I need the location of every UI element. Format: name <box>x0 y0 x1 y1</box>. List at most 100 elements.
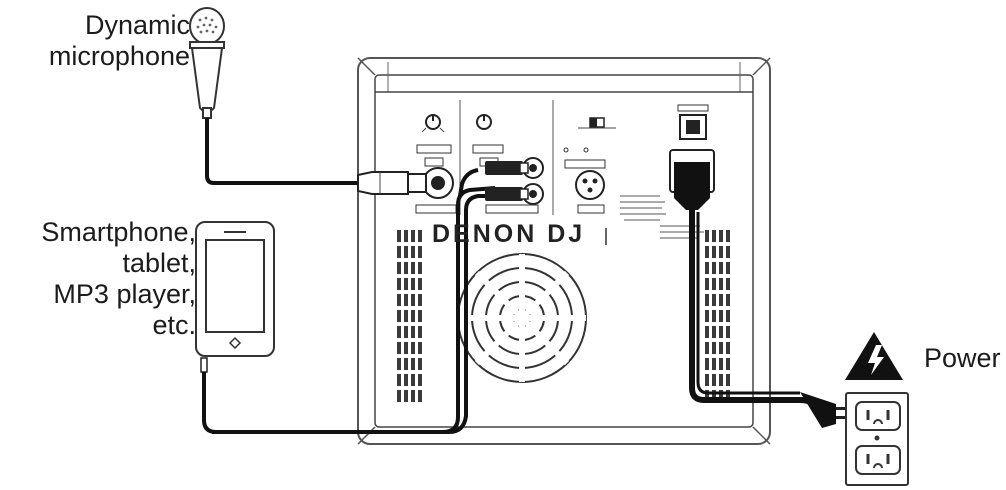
phone-home-button <box>228 336 242 350</box>
vent-slot <box>418 374 422 386</box>
vent-slot <box>726 278 730 290</box>
input-1-switch[interactable] <box>424 157 444 167</box>
input-1-gain-knob[interactable] <box>425 114 441 130</box>
vent-slot <box>397 390 401 402</box>
vent-slot <box>411 342 415 354</box>
vent-slot <box>712 262 716 274</box>
xlr-plug <box>357 171 427 195</box>
vent-slot <box>404 374 408 386</box>
label-phone-line-3: MP3 player, <box>53 279 196 309</box>
vent-slot <box>411 278 415 290</box>
vent-slot <box>719 310 723 322</box>
vent-slot <box>719 374 723 386</box>
output-section <box>563 117 616 245</box>
speaker-rear-panel <box>357 57 771 445</box>
vent-slot <box>418 278 422 290</box>
vent-slot <box>726 310 730 322</box>
vent-slot <box>726 294 730 306</box>
vent-slot <box>712 310 716 322</box>
vent-slot <box>726 342 730 354</box>
vent-slot <box>397 358 401 370</box>
vent-slot <box>397 246 401 258</box>
vent-slot <box>719 294 723 306</box>
vent-slot <box>712 246 716 258</box>
vent-slot <box>719 278 723 290</box>
vent-slot <box>404 294 408 306</box>
right-vent-grille <box>705 230 730 402</box>
vent-slot <box>726 246 730 258</box>
vent-slot <box>411 374 415 386</box>
vent-slot <box>397 262 401 274</box>
vent-slot <box>726 326 730 338</box>
vent-slot <box>397 310 401 322</box>
vent-slot <box>404 278 408 290</box>
vent-slot <box>411 358 415 370</box>
vent-slot <box>705 374 709 386</box>
phone-screen <box>205 239 265 333</box>
vent-slot <box>404 246 408 258</box>
device-brand-logo: DENON DJ <box>432 220 586 248</box>
vent-slot <box>719 246 723 258</box>
vent-slot <box>418 230 422 242</box>
power-outlet <box>845 392 909 486</box>
rca-plugs <box>458 161 529 201</box>
vent-slot <box>705 358 709 370</box>
label-phone-line-1: Smartphone, <box>41 217 196 247</box>
vent-slot <box>712 342 716 354</box>
label-dynamic-microphone: Dynamic microphone <box>40 10 190 72</box>
vent-slot <box>411 262 415 274</box>
label-phone-line-4: etc. <box>152 310 196 340</box>
vent-slot <box>726 230 730 242</box>
vent-slot <box>719 342 723 354</box>
vent-slot <box>411 230 415 242</box>
vent-slot <box>705 310 709 322</box>
xlr-output-jack[interactable] <box>575 170 605 200</box>
vent-slot <box>726 374 730 386</box>
vent-slot <box>404 262 408 274</box>
vent-slot <box>404 342 408 354</box>
vent-slot <box>712 278 716 290</box>
vent-slot <box>705 294 709 306</box>
smartphone-device <box>195 221 275 357</box>
vent-slot <box>712 390 716 402</box>
label-mic-line-1: Dynamic <box>84 10 190 40</box>
vent-slot <box>397 294 401 306</box>
vent-slot <box>404 310 408 322</box>
vent-slot <box>705 246 709 258</box>
vent-slot <box>719 262 723 274</box>
vent-slot <box>404 390 408 402</box>
vent-slot <box>712 374 716 386</box>
vent-slot <box>705 326 709 338</box>
vent-slot <box>404 358 408 370</box>
vent-slot <box>705 230 709 242</box>
label-phone-line-2: tablet, <box>122 248 196 278</box>
dynamic-microphone <box>189 7 225 119</box>
vent-slot <box>397 326 401 338</box>
vent-slot <box>705 342 709 354</box>
vent-slot <box>705 262 709 274</box>
vent-slot <box>719 390 723 402</box>
input-2-gain-knob[interactable] <box>476 114 492 130</box>
vent-slot <box>418 294 422 306</box>
vent-slot <box>705 390 709 402</box>
vent-slot <box>397 278 401 290</box>
vent-slot <box>411 390 415 402</box>
vent-slot <box>411 326 415 338</box>
vent-slot <box>726 262 730 274</box>
vent-slot <box>712 294 716 306</box>
speaker-grille <box>457 253 587 383</box>
vent-slot <box>726 358 730 370</box>
vent-slot <box>719 230 723 242</box>
high-voltage-warning-icon <box>845 332 903 380</box>
power-cable <box>674 162 848 428</box>
vent-slot <box>719 358 723 370</box>
vent-slot <box>404 326 408 338</box>
vent-slot <box>411 246 415 258</box>
vent-slot <box>418 310 422 322</box>
vent-slot <box>404 230 408 242</box>
vent-slot <box>418 262 422 274</box>
vent-slot <box>397 230 401 242</box>
vent-slot <box>411 310 415 322</box>
vent-slot <box>418 390 422 402</box>
